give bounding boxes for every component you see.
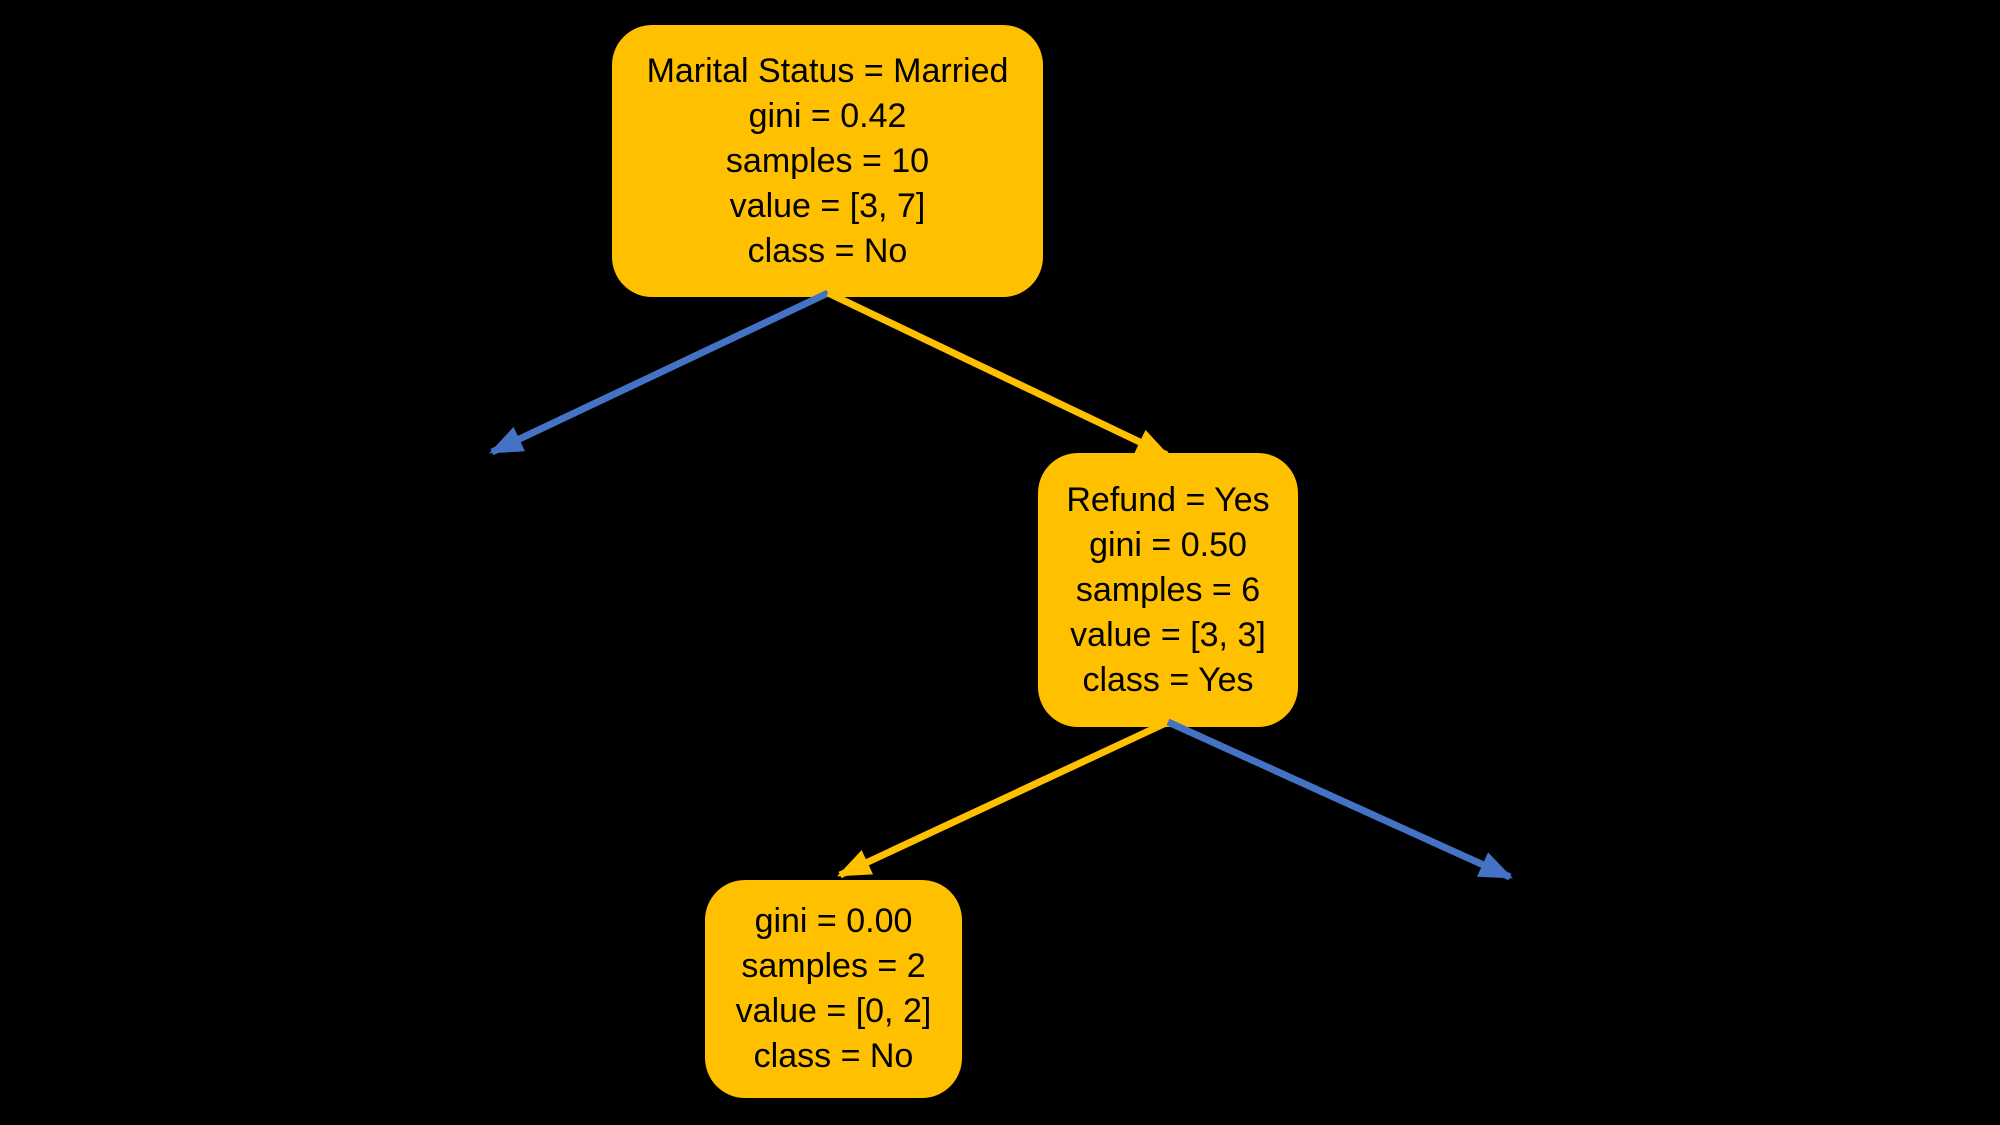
node-text-line: gini = 0.00: [754, 902, 913, 940]
node-text-line: Refund = Yes: [1066, 480, 1270, 519]
leaf-gini-zero-node: gini = 0.00 samples = 2 value = [0, 2] clas…: [705, 880, 962, 1098]
node-text-line: samples = 2: [741, 947, 926, 985]
node-text-line: samples = 6: [1075, 570, 1261, 609]
root-left-arrow: [488, 289, 830, 456]
node-text-line: class = Yes: [1082, 660, 1254, 699]
refund-right-arrow: [1166, 718, 1514, 881]
node-text-line: Marital Status = Married: [646, 51, 1009, 90]
node-text-line: value = [0, 2]: [735, 992, 932, 1030]
node-text-line: gini = 0.42: [748, 96, 907, 135]
node-text-line: value = [3, 3]: [1070, 615, 1266, 654]
node-text-line: samples = 10: [725, 141, 930, 180]
refund-to-leaf-arrow: [836, 718, 1170, 879]
node-text-line: class = No: [753, 1037, 914, 1075]
marital-status-node: Marital Status = Married gini = 0.42 sampl…: [612, 25, 1043, 297]
node-text-line: gini = 0.50: [1089, 525, 1247, 564]
root-to-refund-arrow: [826, 289, 1171, 459]
node-text-line: value = [3, 7]: [729, 186, 926, 225]
refund-node: Refund = Yes gini = 0.50 samples = 6 value …: [1038, 453, 1298, 727]
node-text-line: class = No: [747, 231, 908, 270]
